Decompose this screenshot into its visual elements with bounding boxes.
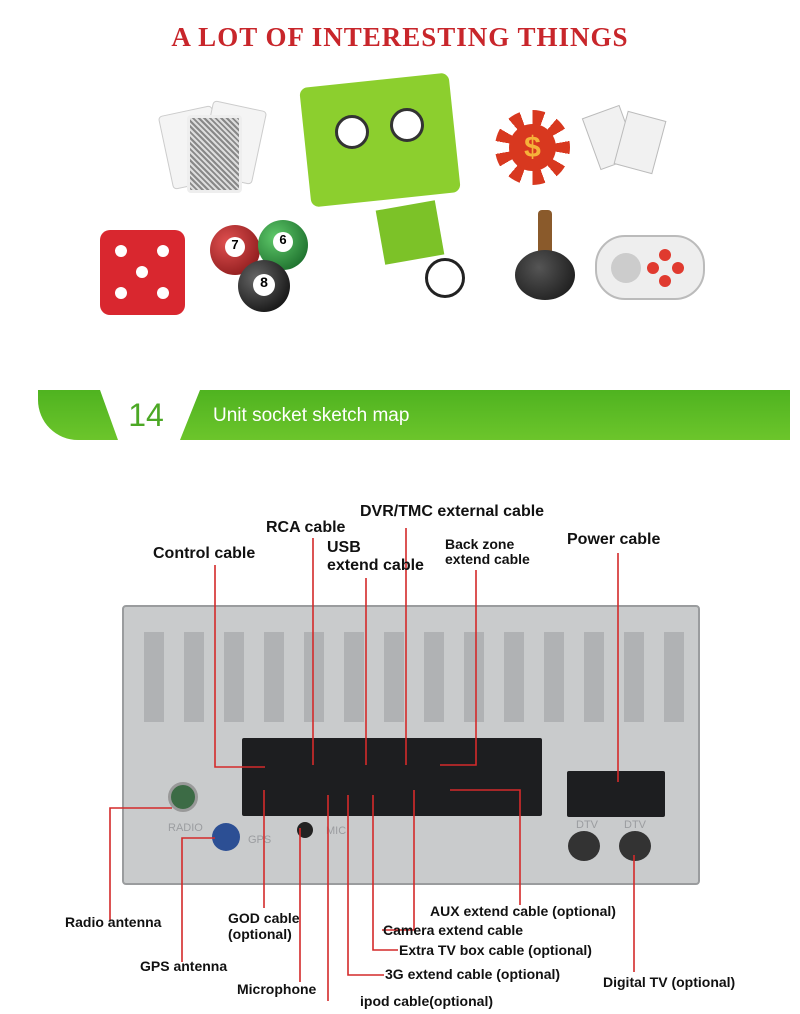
dtv-socket	[619, 831, 651, 861]
callout-god: GOD cable	[228, 910, 300, 926]
callout-digital-tv: Digital TV (optional)	[603, 974, 736, 990]
callout-back-zone: Back zone	[445, 536, 515, 552]
callout-radio-antenna: Radio antenna	[65, 914, 162, 930]
callout-3g: 3G extend cable (optional)	[385, 966, 561, 982]
callout-camera: Camera extend cable	[383, 922, 524, 938]
callout-ipod: ipod cable(optional)	[360, 993, 493, 1009]
dice-icon	[100, 230, 185, 315]
page-title: A LOT OF INTERESTING THINGS	[171, 22, 629, 52]
mic-socket	[297, 822, 313, 838]
callout-usb: USB	[327, 539, 361, 556]
dtv-socket	[568, 831, 600, 861]
power-connector	[567, 771, 665, 817]
casino-chip-icon: $	[495, 110, 570, 185]
section-number-badge: 14	[100, 390, 200, 440]
callout-god-2: (optional)	[228, 926, 292, 942]
playing-cards-icon	[157, 100, 268, 195]
callout-rca: RCA cable	[266, 519, 346, 536]
callout-usb-2: extend cable	[327, 557, 424, 574]
robot-mascot-icon	[299, 72, 480, 300]
callout-control: Control cable	[153, 545, 256, 562]
callout-back-zone-2: extend cable	[445, 551, 530, 567]
gamepad-icon	[595, 235, 705, 300]
head-unit-back-panel: RADIO GPS MIC DTV DTV	[122, 605, 700, 885]
callout-aux: AUX extend cable (optional)	[430, 903, 616, 919]
radio-antenna-socket	[168, 782, 198, 812]
callout-gps-antenna: GPS antenna	[140, 958, 228, 974]
callout-extra-tv: Extra TV box cable (optional)	[399, 942, 592, 958]
callout-power: Power cable	[567, 531, 661, 548]
gps-antenna-socket	[212, 823, 240, 851]
callout-microphone: Microphone	[237, 981, 317, 997]
section-title: Unit socket sketch map	[213, 405, 410, 426]
joystick-icon	[510, 210, 580, 305]
callout-dvr-tmc: DVR/TMC external cable	[360, 503, 545, 520]
main-connector-block	[242, 738, 542, 816]
billiard-balls-icon: 7 6 8	[210, 220, 310, 315]
